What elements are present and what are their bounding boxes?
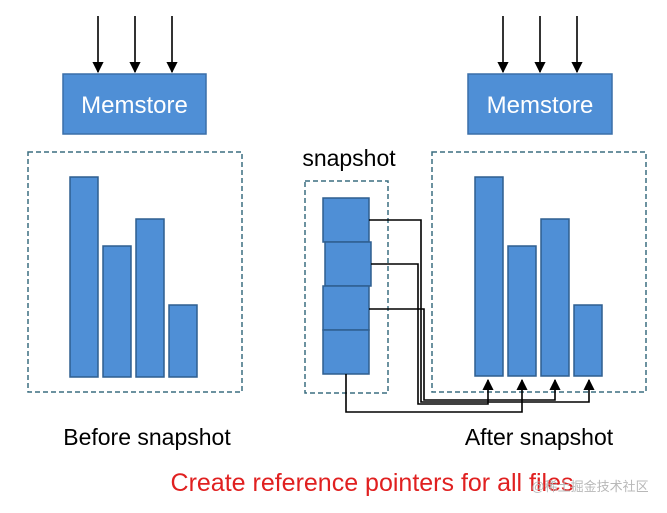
reference-wire-2 (371, 263, 494, 405)
left-store-region (27, 151, 243, 393)
reference-wires (345, 219, 595, 413)
right-memstore-label: Memstore (487, 92, 594, 119)
right-file-1 (474, 176, 504, 377)
left-file-4 (168, 304, 198, 378)
snapshot-pointers (322, 197, 372, 375)
right-store-region (431, 151, 647, 393)
snapshot-pointer-2 (324, 241, 372, 287)
left-memstore: Memstore (62, 73, 207, 135)
snapshot-pointer-4 (322, 329, 370, 375)
right-memstore-box (467, 73, 613, 135)
right-caption: After snapshot (465, 424, 614, 450)
watermark: @稀土掘金技术社区 (531, 479, 648, 494)
left-memstore-label: Memstore (81, 92, 188, 119)
right-file-2 (507, 245, 537, 377)
reference-wire-3 (369, 308, 561, 401)
reference-wire-1 (369, 219, 595, 403)
right-file-4 (573, 304, 603, 377)
right-store-files (474, 176, 603, 377)
snapshot-pointer-3 (322, 285, 370, 331)
left-caption: Before snapshot (63, 424, 231, 450)
left-memstore-box (62, 73, 207, 135)
reference-wire-4 (345, 374, 528, 413)
right-write-arrows (497, 16, 583, 74)
left-file-2 (102, 245, 132, 378)
left-write-arrows (92, 16, 178, 74)
right-memstore: Memstore (467, 73, 613, 135)
left-file-3 (135, 218, 165, 378)
right-file-3 (540, 218, 570, 377)
left-file-1 (69, 176, 99, 378)
snapshot-pointer-1 (322, 197, 370, 243)
snapshot-label: snapshot (302, 145, 396, 171)
footer-message: Create reference pointers for all files (171, 469, 574, 497)
left-store-files (69, 176, 198, 378)
